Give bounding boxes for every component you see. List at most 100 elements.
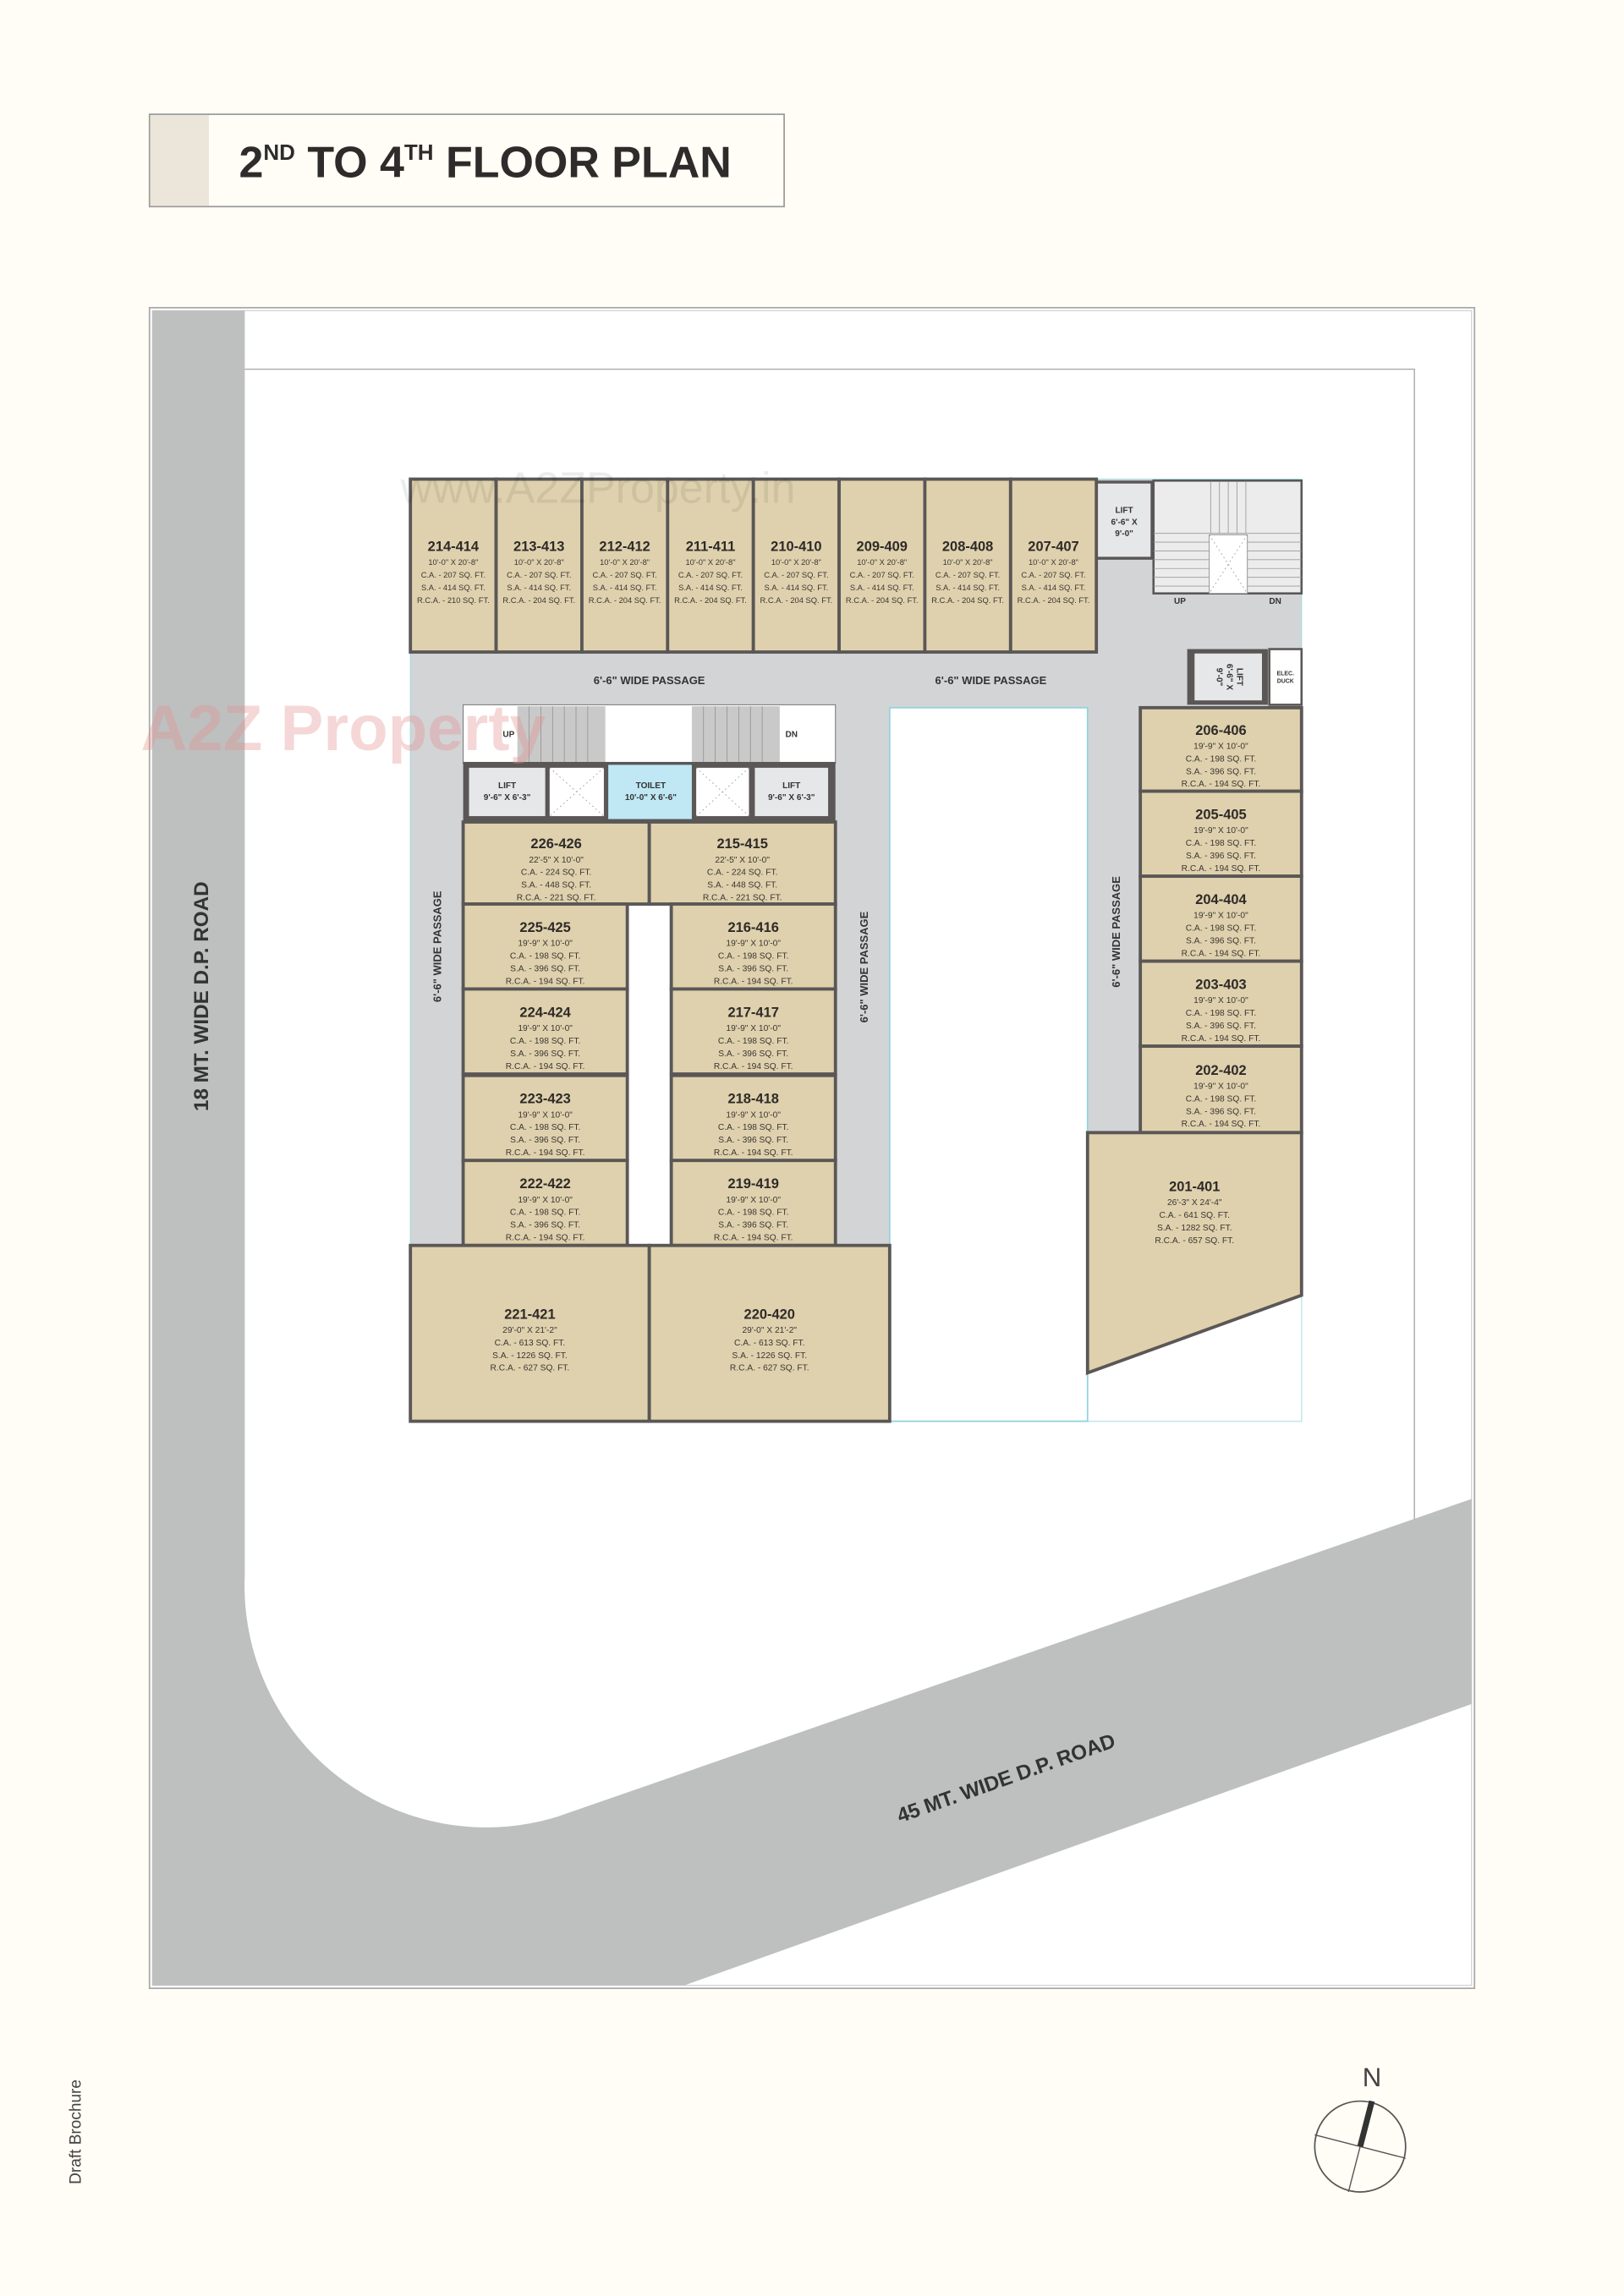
unit-saleable-area: S.A. - 448 SQ. FT. [707, 881, 777, 890]
passage-label: 6'-6" WIDE PASSAGE [935, 674, 1047, 687]
unit-shape [1138, 874, 1303, 963]
unit-saleable-area: S.A. - 396 SQ. FT. [718, 1136, 788, 1145]
stair-dn-label: DN [1269, 597, 1281, 606]
unit-saleable-area: S.A. - 1282 SQ. FT. [1157, 1224, 1232, 1233]
unit-rera-carpet-area: R.C.A. - 194 SQ. FT. [1182, 780, 1261, 789]
electrical-duct: ELEC. DUCK [1268, 648, 1303, 706]
unit-dimensions: 19'-9" X 10'-0" [1193, 996, 1248, 1006]
unit-number: 223-423 [519, 1092, 570, 1107]
unit-dimensions: 10'-0" X 20'-8" [428, 558, 478, 567]
unit-rera-carpet-area: R.C.A. - 204 SQ. FT. [502, 596, 575, 605]
unit-dimensions: 19'-9" X 10'-0" [726, 1024, 781, 1033]
unit-shape [580, 477, 670, 654]
unit-number: 204-404 [1195, 892, 1247, 907]
unit-rera-carpet-area: R.C.A. - 194 SQ. FT. [506, 1233, 585, 1242]
svg-text:10'-0" X 6'-6": 10'-0" X 6'-6" [625, 793, 677, 803]
unit-saleable-area: S.A. - 1226 SQ. FT. [732, 1351, 807, 1361]
unit-shape [666, 477, 755, 654]
lift-side: LIFT 6'-6" X 9'-0" [1187, 649, 1268, 705]
unit-rera-carpet-area: R.C.A. - 657 SQ. FT. [1155, 1236, 1234, 1246]
svg-text:LIFT: LIFT [1235, 668, 1244, 687]
unit-carpet-area: C.A. - 198 SQ. FT. [718, 951, 788, 961]
unit-number: 203-403 [1195, 978, 1246, 993]
unit-number: 211-411 [686, 539, 736, 554]
unit-dimensions: 19'-9" X 10'-0" [726, 1110, 781, 1120]
unit-dimensions: 10'-0" X 20'-8" [600, 558, 650, 567]
unit-saleable-area: S.A. - 448 SQ. FT. [521, 881, 591, 890]
unit-shape [751, 477, 841, 654]
stair-up-label: UP [1174, 597, 1186, 606]
unit-shape [669, 1159, 837, 1247]
passage-label: 6'-6" WIDE PASSAGE [1110, 876, 1122, 988]
unit-number: 213-413 [513, 539, 564, 554]
unit-carpet-area: C.A. - 207 SQ. FT. [1021, 571, 1085, 579]
unit-carpet-area: C.A. - 207 SQ. FT. [850, 571, 914, 579]
unit-saleable-area: S.A. - 396 SQ. FT. [1186, 1107, 1256, 1116]
unit-saleable-area: S.A. - 396 SQ. FT. [1186, 936, 1256, 945]
svg-text:9'-6" X 6'-3": 9'-6" X 6'-3" [768, 793, 815, 803]
unit-rera-carpet-area: R.C.A. - 204 SQ. FT. [674, 596, 747, 605]
svg-text:9'-0": 9'-0" [1115, 529, 1133, 539]
unit-dimensions: 19'-9" X 10'-0" [726, 1196, 781, 1205]
unit-saleable-area: S.A. - 396 SQ. FT. [1186, 852, 1256, 861]
unit-number: 225-425 [519, 920, 570, 935]
unit-saleable-area: S.A. - 414 SQ. FT. [935, 584, 1000, 592]
unit-saleable-area: S.A. - 414 SQ. FT. [764, 584, 828, 592]
unit-number: 208-408 [942, 539, 993, 554]
svg-text:DUCK: DUCK [1277, 678, 1294, 684]
unit-rera-carpet-area: R.C.A. - 194 SQ. FT. [714, 1148, 793, 1158]
unit-dimensions: 10'-0" X 20'-8" [771, 558, 821, 567]
svg-text:6'-6" X: 6'-6" X [1111, 518, 1138, 527]
passage-label: 6'-6" WIDE PASSAGE [431, 890, 444, 1002]
north-compass-icon: N [1314, 2063, 1407, 2193]
unit-shape [669, 902, 837, 991]
unit-rera-carpet-area: R.C.A. - 204 SQ. FT. [1018, 596, 1090, 605]
unit-number: 224-424 [519, 1005, 571, 1020]
unit-carpet-area: C.A. - 613 SQ. FT. [734, 1339, 804, 1348]
unit-dimensions: 10'-0" X 20'-8" [1029, 558, 1078, 567]
unit-dimensions: 22'-5" X 10'-0" [529, 856, 584, 865]
unit-number: 220-420 [744, 1307, 795, 1322]
road-label-left: 18 MT. WIDE D.P. ROAD [190, 881, 213, 1111]
unit-shape [461, 987, 629, 1076]
unit-dimensions: 29'-0" X 21'-2" [742, 1326, 797, 1335]
unit-carpet-area: C.A. - 198 SQ. FT. [1186, 924, 1256, 934]
unit-shape [461, 820, 651, 906]
unit-carpet-area: C.A. - 224 SQ. FT. [707, 869, 777, 878]
unit-rera-carpet-area: R.C.A. - 204 SQ. FT. [931, 596, 1004, 605]
unit-carpet-area: C.A. - 224 SQ. FT. [521, 869, 591, 878]
plot-boundary [244, 368, 1415, 1520]
unit-carpet-area: C.A. - 198 SQ. FT. [1186, 839, 1256, 848]
unit-carpet-area: C.A. - 207 SQ. FT. [592, 571, 656, 579]
unit-shape [461, 902, 629, 991]
lift-top: LIFT 6'-6" X 9'-0" [1095, 480, 1154, 560]
unit-shape [669, 1073, 837, 1163]
unit-rera-carpet-area: R.C.A. - 194 SQ. FT. [1182, 1034, 1261, 1044]
unit-dimensions: 10'-0" X 20'-8" [514, 558, 564, 567]
unit-carpet-area: C.A. - 207 SQ. FT. [764, 571, 828, 579]
unit-carpet-area: C.A. - 198 SQ. FT. [718, 1208, 788, 1218]
unit-saleable-area: S.A. - 396 SQ. FT. [510, 964, 580, 973]
unit-saleable-area: S.A. - 396 SQ. FT. [510, 1221, 580, 1230]
unit-dimensions: 26'-3" X 24'-4" [1167, 1198, 1222, 1208]
staircase-top: UP DN [1152, 479, 1303, 606]
unit-number: 207-407 [1028, 539, 1078, 554]
unit-carpet-area: C.A. - 198 SQ. FT. [718, 1123, 788, 1132]
unit-rera-carpet-area: R.C.A. - 221 SQ. FT. [517, 894, 596, 903]
unit-dimensions: 19'-9" X 10'-0" [1193, 743, 1248, 752]
unit-saleable-area: S.A. - 414 SQ. FT. [678, 584, 743, 592]
watermark-url: www.A2ZProperty.in [400, 463, 796, 512]
svg-text:N: N [1363, 2063, 1382, 2092]
road [152, 310, 1472, 1986]
